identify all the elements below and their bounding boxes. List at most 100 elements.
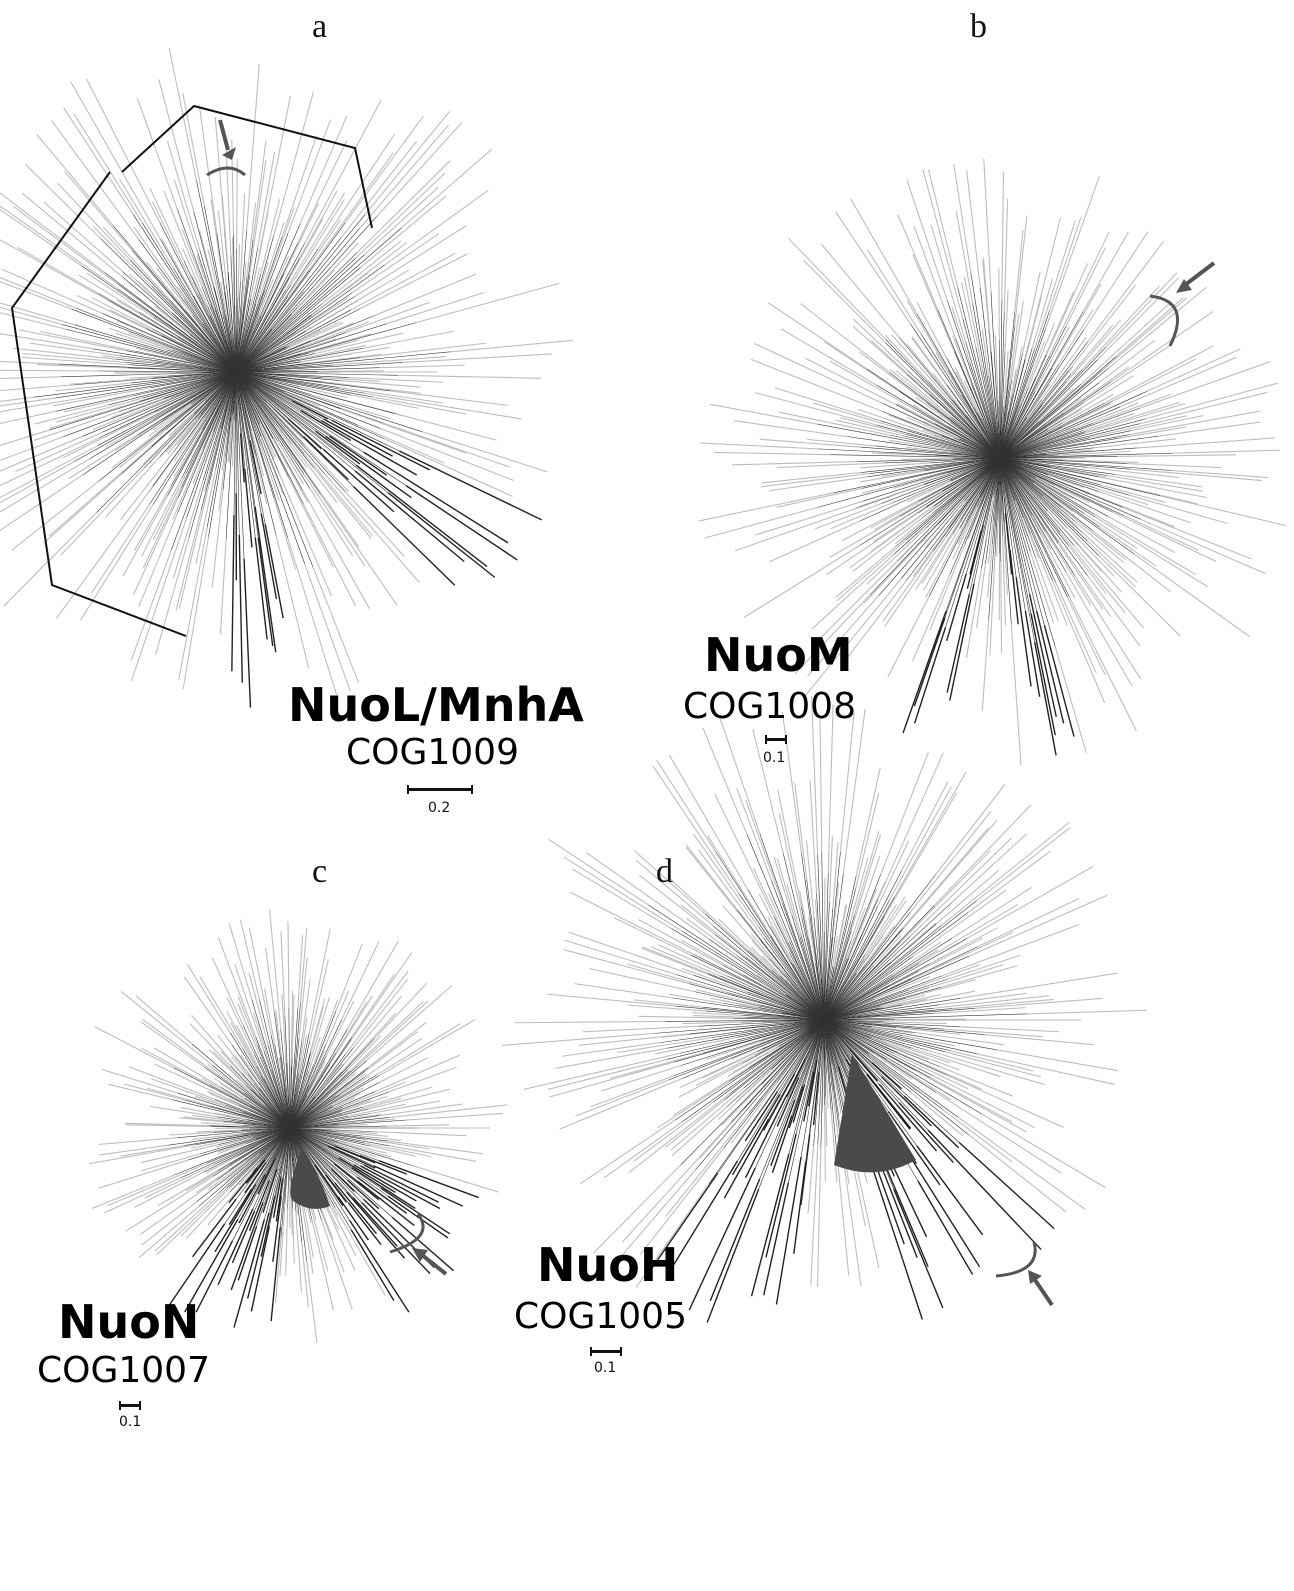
tree-leaf-label [0,360,58,364]
panel-letter-c: c [312,853,327,891]
tree-leaf-label [358,1001,428,1065]
tree-leaf-label [1147,349,1240,391]
phylogenetic-tree-a [0,48,573,707]
tree-leaf-label [321,241,401,305]
tree-leaf-label [1041,337,1086,400]
scale-label-c: 0.1 [119,1414,141,1430]
tree-leaf-label [314,468,371,539]
tree-leaf-label [853,319,907,370]
panel-letter-b: b [970,8,987,46]
tree-leaf-label [141,1180,217,1234]
tree-leaf-label [929,965,1003,988]
tree-leaf-label [221,539,227,634]
tree-leaf-label [406,486,517,560]
scale-bar-d [590,1350,622,1353]
tree-leaf-label [933,1076,1035,1128]
tree-leaf-label [341,141,416,237]
tree-leaf-label [261,1196,275,1257]
scale-label-b: 0.1 [763,750,785,766]
cog-label-c: COG1007 [37,1350,210,1391]
tree-leaf-label [345,492,404,557]
tree-leaf-label [833,883,839,937]
tree-leaf-label [300,387,348,398]
tree-leaf-label [121,991,212,1065]
tree-leaf-label [764,1183,789,1295]
tree-branch [695,1020,824,1170]
tree-leaf-label [1056,583,1096,673]
tree-leaf-label [1145,383,1278,419]
tree-leaf-label [251,1226,269,1311]
tree-leaf-label [982,1114,1106,1188]
tree-leaf-label [604,1122,682,1178]
tree-leaf-label [169,1132,214,1135]
tree-leaf-label [99,1138,178,1145]
tree-leaf-label [714,452,830,454]
tree-leaf-label [176,510,201,610]
tree-leaf-label [770,521,861,562]
tree-leaf-label [710,1179,759,1301]
tree-leaf-label [1005,290,1008,352]
tree-leaf-label [199,105,217,233]
tree-leaf-label [967,867,1093,939]
tree-leaf-label [183,537,208,689]
tree-leaf-label [91,504,149,593]
tree-leaf-label [380,365,465,368]
tree-leaf-label [830,517,900,558]
tree-leaf-label [0,370,99,371]
arrow-marker-a [207,120,245,175]
tree-leaf-label [682,1022,742,1024]
tree-leaf-label [1084,232,1148,330]
tree-leaf-label [586,853,709,940]
tree-leaf-label [936,784,1005,874]
tree-leaf-label [694,834,759,927]
tree-leaf-label [836,212,911,324]
tree-leaf-label [286,1209,288,1275]
tree-leaf-label [131,550,171,661]
tree-leaf-label [548,839,649,905]
tree-leaf-label [808,1146,814,1214]
tree-leaf-label [340,1125,367,1126]
tree-leaf-label [570,892,693,954]
tree-leaf-label [4,512,97,606]
tree-leaf-label [873,1168,923,1319]
tree-leaf-label [114,373,176,374]
tree-leaf-label [265,524,283,618]
tree-leaf-label [884,1040,950,1063]
scale-label-a: 0.2 [428,800,450,816]
tree-leaf-label [374,274,476,316]
tree-leaf-label [318,243,407,310]
tree-leaf-label [689,1168,755,1310]
tree-leaf-label [825,1105,826,1181]
tree-leaf-label [943,1109,1013,1161]
tree-leaf-label [950,584,974,701]
tree-leaf-label [154,1048,220,1087]
scale-bar-b [765,738,787,741]
tree-leaf-label [1123,507,1252,559]
tree-leaf-label [351,1230,394,1301]
tree-leaf-label [768,303,867,369]
tree-leaf-label [1066,571,1132,686]
tree-leaf-label [0,293,65,329]
tree-leaf-label [556,1048,668,1068]
gene-title-b: NuoM [704,628,853,682]
tree-leaf-label [70,378,153,384]
tree-leaf-label [388,1141,483,1154]
tree-leaf-label [248,1213,269,1299]
tree-leaf-label [291,199,345,284]
tree-leaf-label [325,474,420,583]
tree-leaf-label [914,618,945,707]
tree-leaf-label [1011,625,1021,766]
tree-leaf-label [356,465,487,566]
tree-leaf-label [591,1076,674,1107]
tree-leaf-label [284,203,318,274]
tree-leaf-label [669,755,747,889]
tree-leaf-label [265,207,294,290]
tree-leaf-label [95,1027,174,1068]
tree-leaf-label [959,1142,1054,1228]
tree-leaf-label [912,932,1013,979]
tree-leaf-label [355,471,464,561]
tree-leaf-label [975,998,1102,1008]
tree-leaf-label [982,620,988,711]
tree-leaf-label [1061,508,1125,560]
tree-leaf-label [762,473,861,483]
